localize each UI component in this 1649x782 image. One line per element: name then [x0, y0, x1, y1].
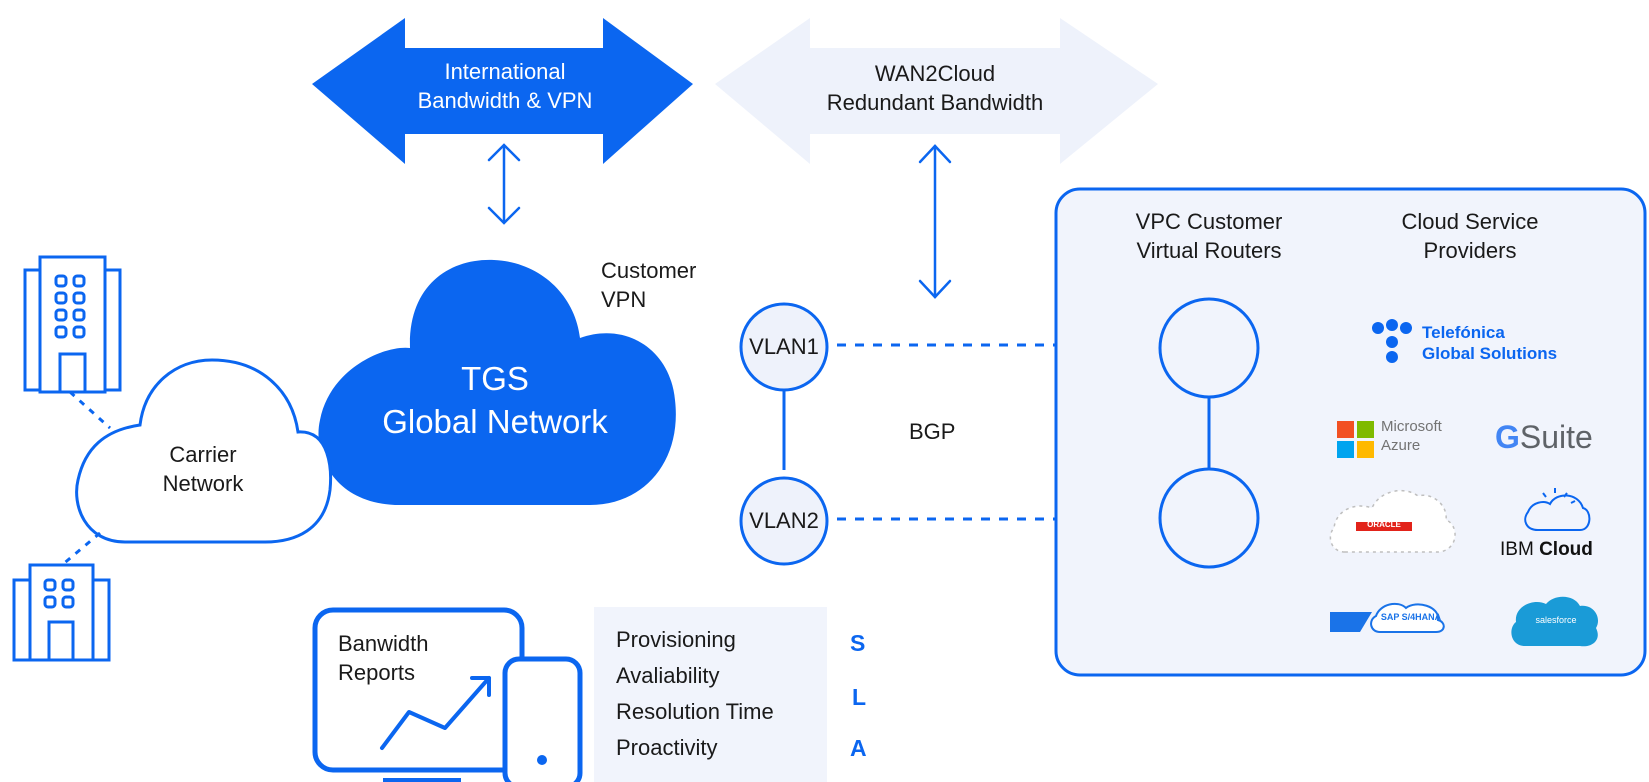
- sap-logo-icon: [1330, 602, 1445, 633]
- ibm-cloud-logo: IBM Cloud: [1500, 539, 1593, 560]
- vlan2-node: [739, 476, 829, 566]
- sla-panel: [594, 607, 827, 782]
- double-arrow-icon: [487, 143, 521, 225]
- sla-letter-l: L: [852, 684, 867, 710]
- ibm-cloud-icon: [1524, 488, 1591, 531]
- sla-item: Avaliability: [616, 663, 720, 688]
- building-link: [68, 390, 112, 430]
- tgs-cloud-icon: [318, 259, 676, 505]
- building-link: [61, 531, 101, 567]
- google-g-icon: G: [1495, 419, 1520, 455]
- sap-logo-text: SAP S/4HANA: [1380, 612, 1442, 622]
- vlan1-node: [739, 302, 829, 392]
- monitor-stand: [383, 778, 461, 782]
- double-arrow-icon: [918, 144, 952, 299]
- building-icon: [23, 255, 122, 394]
- gsuite-logo: GSuite: [1495, 419, 1593, 455]
- sla-letter-s: S: [850, 630, 866, 656]
- oracle-logo-text: ORACLE: [1367, 520, 1401, 529]
- sla-list: Provisioning Avaliability Resolution Tim…: [616, 622, 774, 766]
- trend-chart-icon: [380, 676, 491, 750]
- microsoft-logo-icon: [1337, 421, 1374, 458]
- vlan2-label: VLAN2: [749, 508, 819, 533]
- vpc-title: VPC Customer Virtual Routers: [1135, 209, 1283, 264]
- bandwidth-reports-label: Banwidth Reports: [338, 631, 429, 686]
- sla-letter-a: A: [850, 735, 867, 761]
- building-icon: [12, 563, 111, 662]
- wan2cloud-arrow-label: WAN2Cloud Redundant Bandwidth: [826, 61, 1044, 116]
- carrier-cloud-label: Carrier Network: [162, 442, 244, 497]
- telefonica-logo-icon: [1372, 319, 1412, 363]
- sla-item: Provisioning: [616, 627, 736, 652]
- carrier-cloud-icon: [75, 358, 333, 544]
- router-node: [1158, 297, 1260, 399]
- tgs-cloud-label: TGS Global Network: [382, 360, 608, 440]
- salesforce-logo-text: salesforce: [1535, 615, 1577, 625]
- salesforce-logo-icon: [1511, 596, 1599, 647]
- customer-vpn-label: Customer VPN: [601, 258, 697, 313]
- sla-item: Resolution Time: [616, 699, 774, 724]
- phone-icon: [502, 656, 583, 782]
- azure-logo-text: Microsoft Azure: [1381, 418, 1442, 454]
- international-arrow-label: International Bandwidth & VPN: [417, 59, 593, 114]
- csp-title: Cloud Service Providers: [1401, 209, 1539, 264]
- international-bandwidth-arrow: [312, 18, 693, 164]
- bgp-label: BGP: [909, 419, 956, 444]
- wan2cloud-arrow: [715, 18, 1158, 164]
- oracle-cloud-icon: [1329, 489, 1456, 553]
- telefonica-logo-text: Telefónica Global Solutions: [1422, 323, 1558, 364]
- sla-item: Proactivity: [616, 735, 718, 760]
- router-node: [1158, 467, 1260, 569]
- oracle-logo-bar: [1356, 522, 1412, 531]
- vlan1-label: VLAN1: [749, 334, 819, 359]
